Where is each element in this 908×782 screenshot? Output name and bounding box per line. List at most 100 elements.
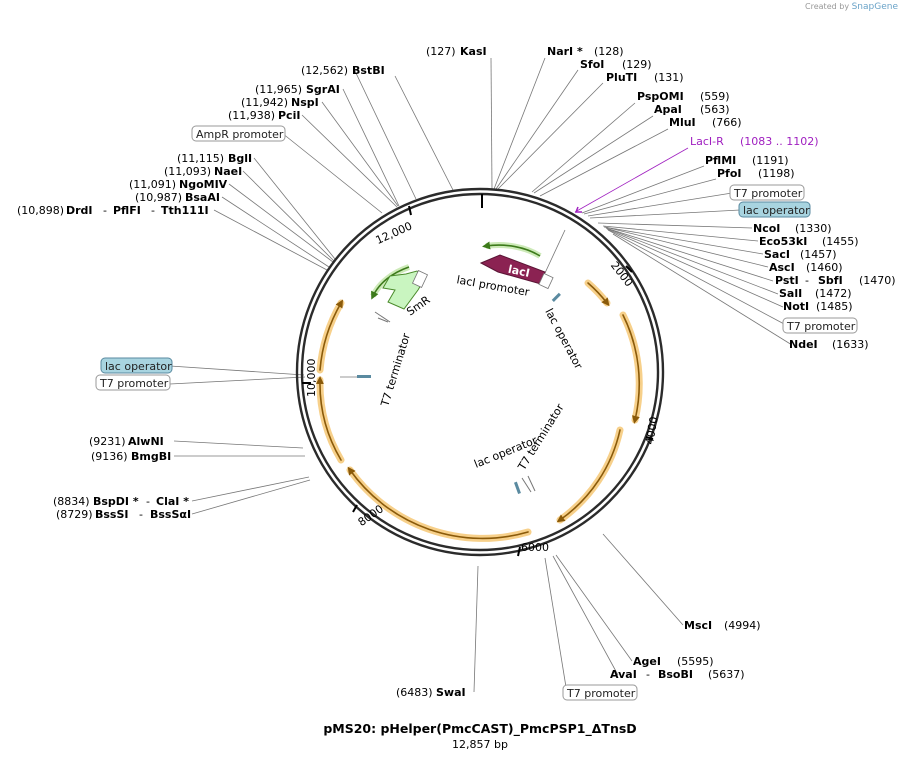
t7-promoter-box-bottom: T7 promoter [566,687,636,700]
bsssi-pos: (8729) [56,508,93,521]
pluti-pos: (131) [654,71,684,84]
bstbi-name: BstBI [352,64,385,77]
lac-operator-inner-label-1: lac operator [542,306,585,371]
nspi-name: NspI [291,96,319,109]
green-arrows [370,241,542,300]
avai-pos: (5637) [708,668,745,681]
drdi-sep: - [103,204,107,217]
asci-name: AscI [769,261,795,274]
sali-name: SalI [779,287,802,300]
backbone [295,187,665,557]
agei-pos: (5595) [677,655,714,668]
ndei-name: NdeI [789,338,818,351]
sali-pos: (1472) [815,287,852,300]
tth111i-name: Tth111I [161,204,209,217]
enzyme-labels: (127) KasI NarI * (128) SfoI (129) PluTI… [17,45,896,699]
t7-terminator-left-label: T7 terminator [378,331,413,409]
tick-label-10000: 10,000 [305,359,318,398]
noti-pos: (1485) [816,300,853,313]
bstbi-pos: (12,562) [301,64,348,77]
pfoi-name: PfoI [717,167,742,180]
bsssi-name: BssSI [95,508,129,521]
ncoi-name: NcoI [753,222,780,235]
smr-feature [382,270,429,310]
pflmi-pos: (1191) [752,154,789,167]
ndei-pos: (1633) [832,338,869,351]
drdi-name: DrdI [66,204,93,217]
agei-name: AgeI [633,655,661,668]
primer-range: (1083 .. 1102) [740,135,819,148]
t7-promoter-box-1: T7 promoter [733,187,803,200]
tick-label-6000: 6000 [521,541,549,554]
msci-pos: (4994) [724,619,761,632]
ncoi-pos: (1330) [795,222,832,235]
bmgbi-name: BmgBI [131,450,171,463]
drdi-sep2: - [151,204,155,217]
alwni-pos: (9231) [89,435,126,448]
inner-markers [357,292,561,494]
pspomi-name: PspOMI [637,90,684,103]
nari-pos: (128) [594,45,624,58]
bsssi-sep: - [139,508,143,521]
bsaai-name: BsaAI [185,191,220,204]
avai-sep: - [646,668,650,681]
mlui-name: MluI [669,116,696,129]
bsaai-pos: (10,987) [135,191,182,204]
avai-name: AvaI [610,668,637,681]
asci-pos: (1460) [806,261,843,274]
naei-pos: (11,093) [164,165,211,178]
orf-arcs [315,279,643,542]
ampr-promoter-box: AmpR promoter [196,128,284,141]
pflmi-name: PflMI [705,154,736,167]
bsssai-name: BssSαI [150,508,191,521]
saci-name: SacI [764,248,790,261]
credit-prefix: Created by [805,2,850,11]
noti-name: NotI [783,300,809,313]
feature-boxes: AmpR promoter T7 promoter lac operator T… [95,125,858,701]
bmgbi-pos: (9136) [91,450,128,463]
bsobi-name: BsoBI [658,668,693,681]
kasi-pos: (127) [426,45,456,58]
t7-promoter-box-2: T7 promoter [786,320,856,333]
apai-pos: (563) [700,103,730,116]
msci-name: MscI [684,619,712,632]
saci-pos: (1457) [800,248,837,261]
tick-label-4000: 4000 [643,416,661,446]
bgli-pos: (11,115) [177,152,224,165]
t7-promoter-box-left: T7 promoter [99,377,169,390]
naei-name: NaeI [214,165,242,178]
pflfi-name: PflFI [113,204,141,217]
pspomi-pos: (559) [700,90,730,103]
swai-name: SwaI [436,686,466,699]
bspdi-sep: - [146,495,150,508]
primer-laci-r: LacI-R (1083 .. 1102) [574,135,819,213]
primer-name: LacI-R [690,135,724,148]
sgrai-pos: (11,965) [255,83,302,96]
psti-name: PstI [775,274,799,287]
eco53ki-pos: (1455) [822,235,859,248]
laci-label: lacI [507,263,531,280]
pluti-name: PluTI [606,71,637,84]
psti-sep: - [805,274,809,287]
bgli-name: BglI [228,152,252,165]
kasi-name: KasI [460,45,487,58]
bspdi-pos: (8834) [53,495,90,508]
sfoi-name: SfoI [580,58,604,71]
plasmid-title: pMS20: pHelper(PmcCAST)_PmcPSP1_ΔTnsD [323,721,636,737]
leader-lines [169,57,793,693]
sfoi-pos: (129) [622,58,652,71]
psti-pos: (1470) [859,274,896,287]
lac-operator-box-1: lac operator [743,204,810,217]
nspi-pos: (11,942) [241,96,288,109]
eco53ki-name: Eco53kI [759,235,807,248]
ngomiv-pos: (11,091) [129,178,176,191]
pcii-pos: (11,938) [228,109,275,122]
bspdi-name: BspDI * [93,495,139,508]
drdi-pos: (10,898) [17,204,64,217]
mlui-pos: (766) [712,116,742,129]
snapgene-credit: Created by SnapGene [805,2,898,12]
clai-name: ClaI * [156,495,189,508]
plasmid-size: 12,857 bp [452,738,508,751]
nari-name: NarI * [547,45,583,58]
